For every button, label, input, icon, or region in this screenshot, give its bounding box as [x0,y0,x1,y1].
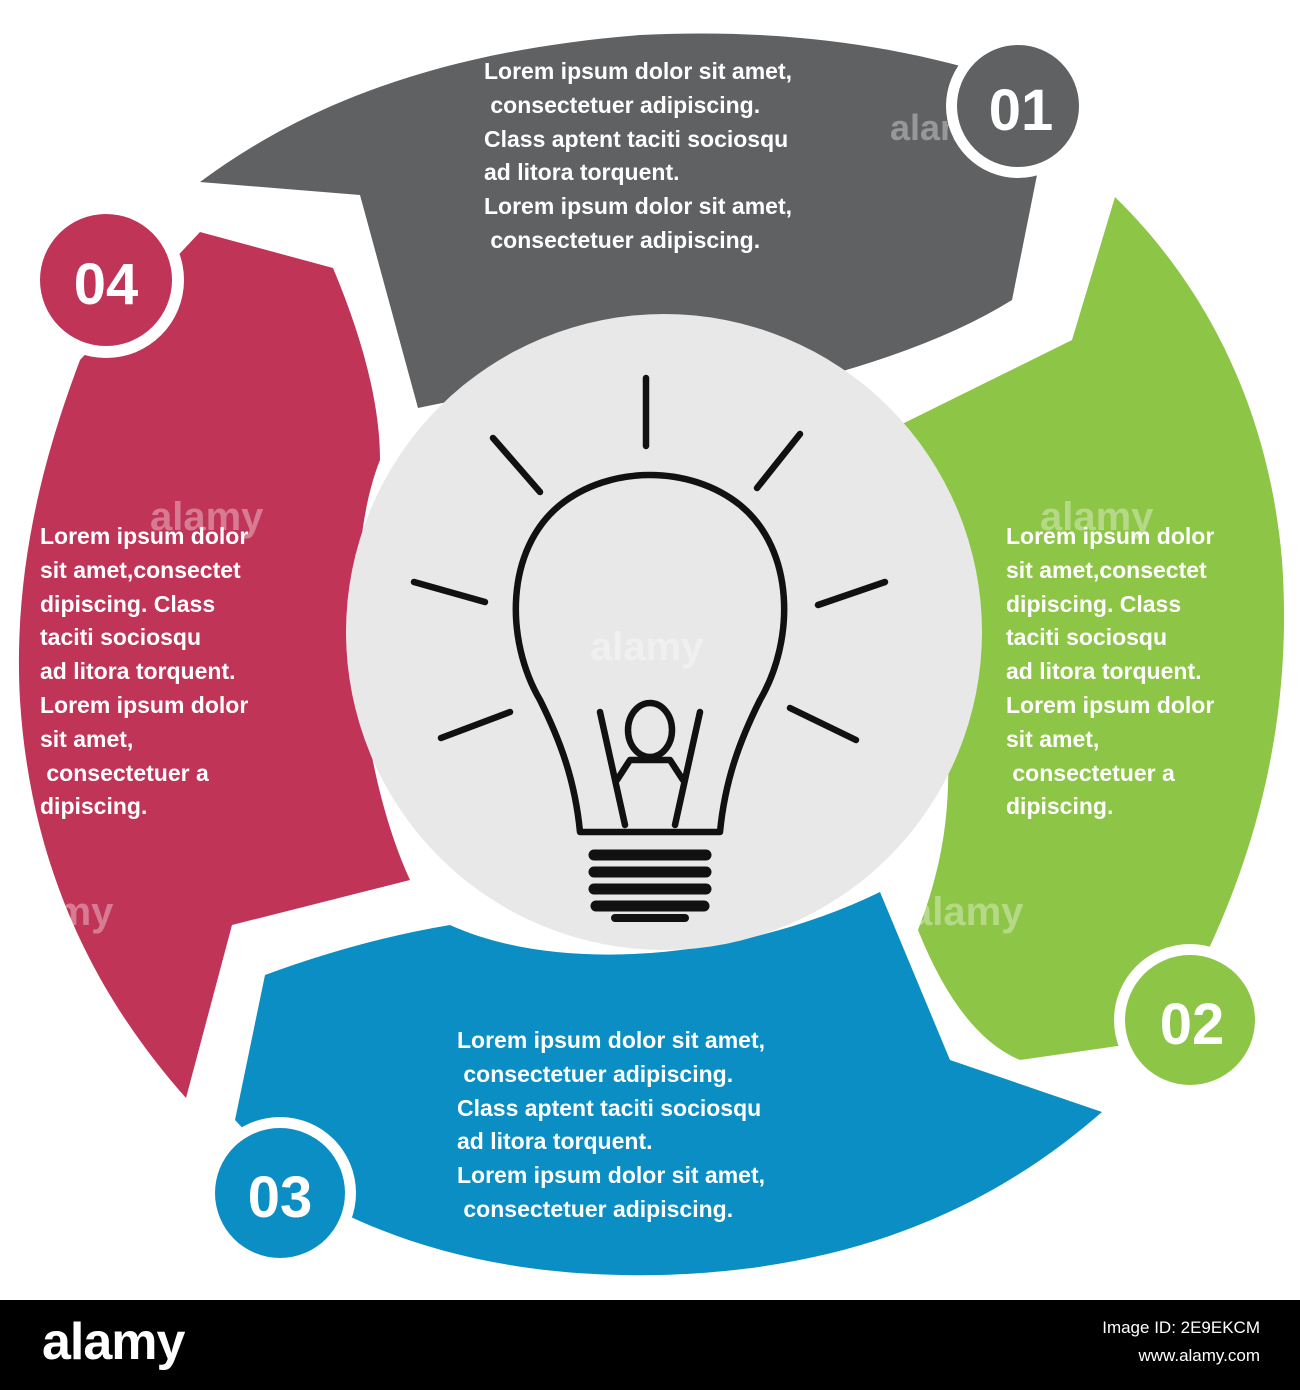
watermark-text: alamy [910,890,1024,934]
badge-02: 02 [1114,944,1266,1096]
badge-03-number: 03 [248,1165,313,1230]
badge-02-number: 02 [1160,992,1225,1057]
footer-image-id: Image ID: 2E9EKCM [1102,1318,1260,1337]
watermark-text: alamy [150,495,264,539]
badge-01-number: 01 [989,78,1054,143]
center-circle [346,314,982,950]
light-bulb-icon [410,374,889,922]
segment-04-shape [18,232,411,1098]
footer-logo: alamy [42,1313,185,1371]
footer-image-info: Image ID: 2E9EKCM www.alamy.com [1102,1314,1260,1370]
badge-04: 04 [28,202,184,358]
segment-02-shape [890,197,1285,1060]
segment-01-shape [200,33,1040,408]
badge-04-number: 04 [74,252,139,317]
watermark-text: alamy [590,625,704,669]
segment-03-shape [235,892,1102,1276]
footer-site: www.alamy.com [1138,1346,1260,1365]
segment-03-text: Lorem ipsum dolor sit amet, consectetuer… [457,1027,765,1222]
watermark-text: alamy [1040,495,1154,539]
badge-01: 01 [946,34,1090,178]
segment-02-text: Lorem ipsum dolor sit amet,consectet dip… [1006,523,1215,820]
watermark-text: alamy [0,890,114,934]
badge-03: 03 [204,1117,356,1269]
watermark-footer: alamy Image ID: 2E9EKCM www.alamy.com [0,1300,1300,1390]
segment-04-text: Lorem ipsum dolor sit amet,consectet dip… [40,523,249,820]
segment-01-text: Lorem ipsum dolor sit amet, consectetuer… [484,58,792,253]
